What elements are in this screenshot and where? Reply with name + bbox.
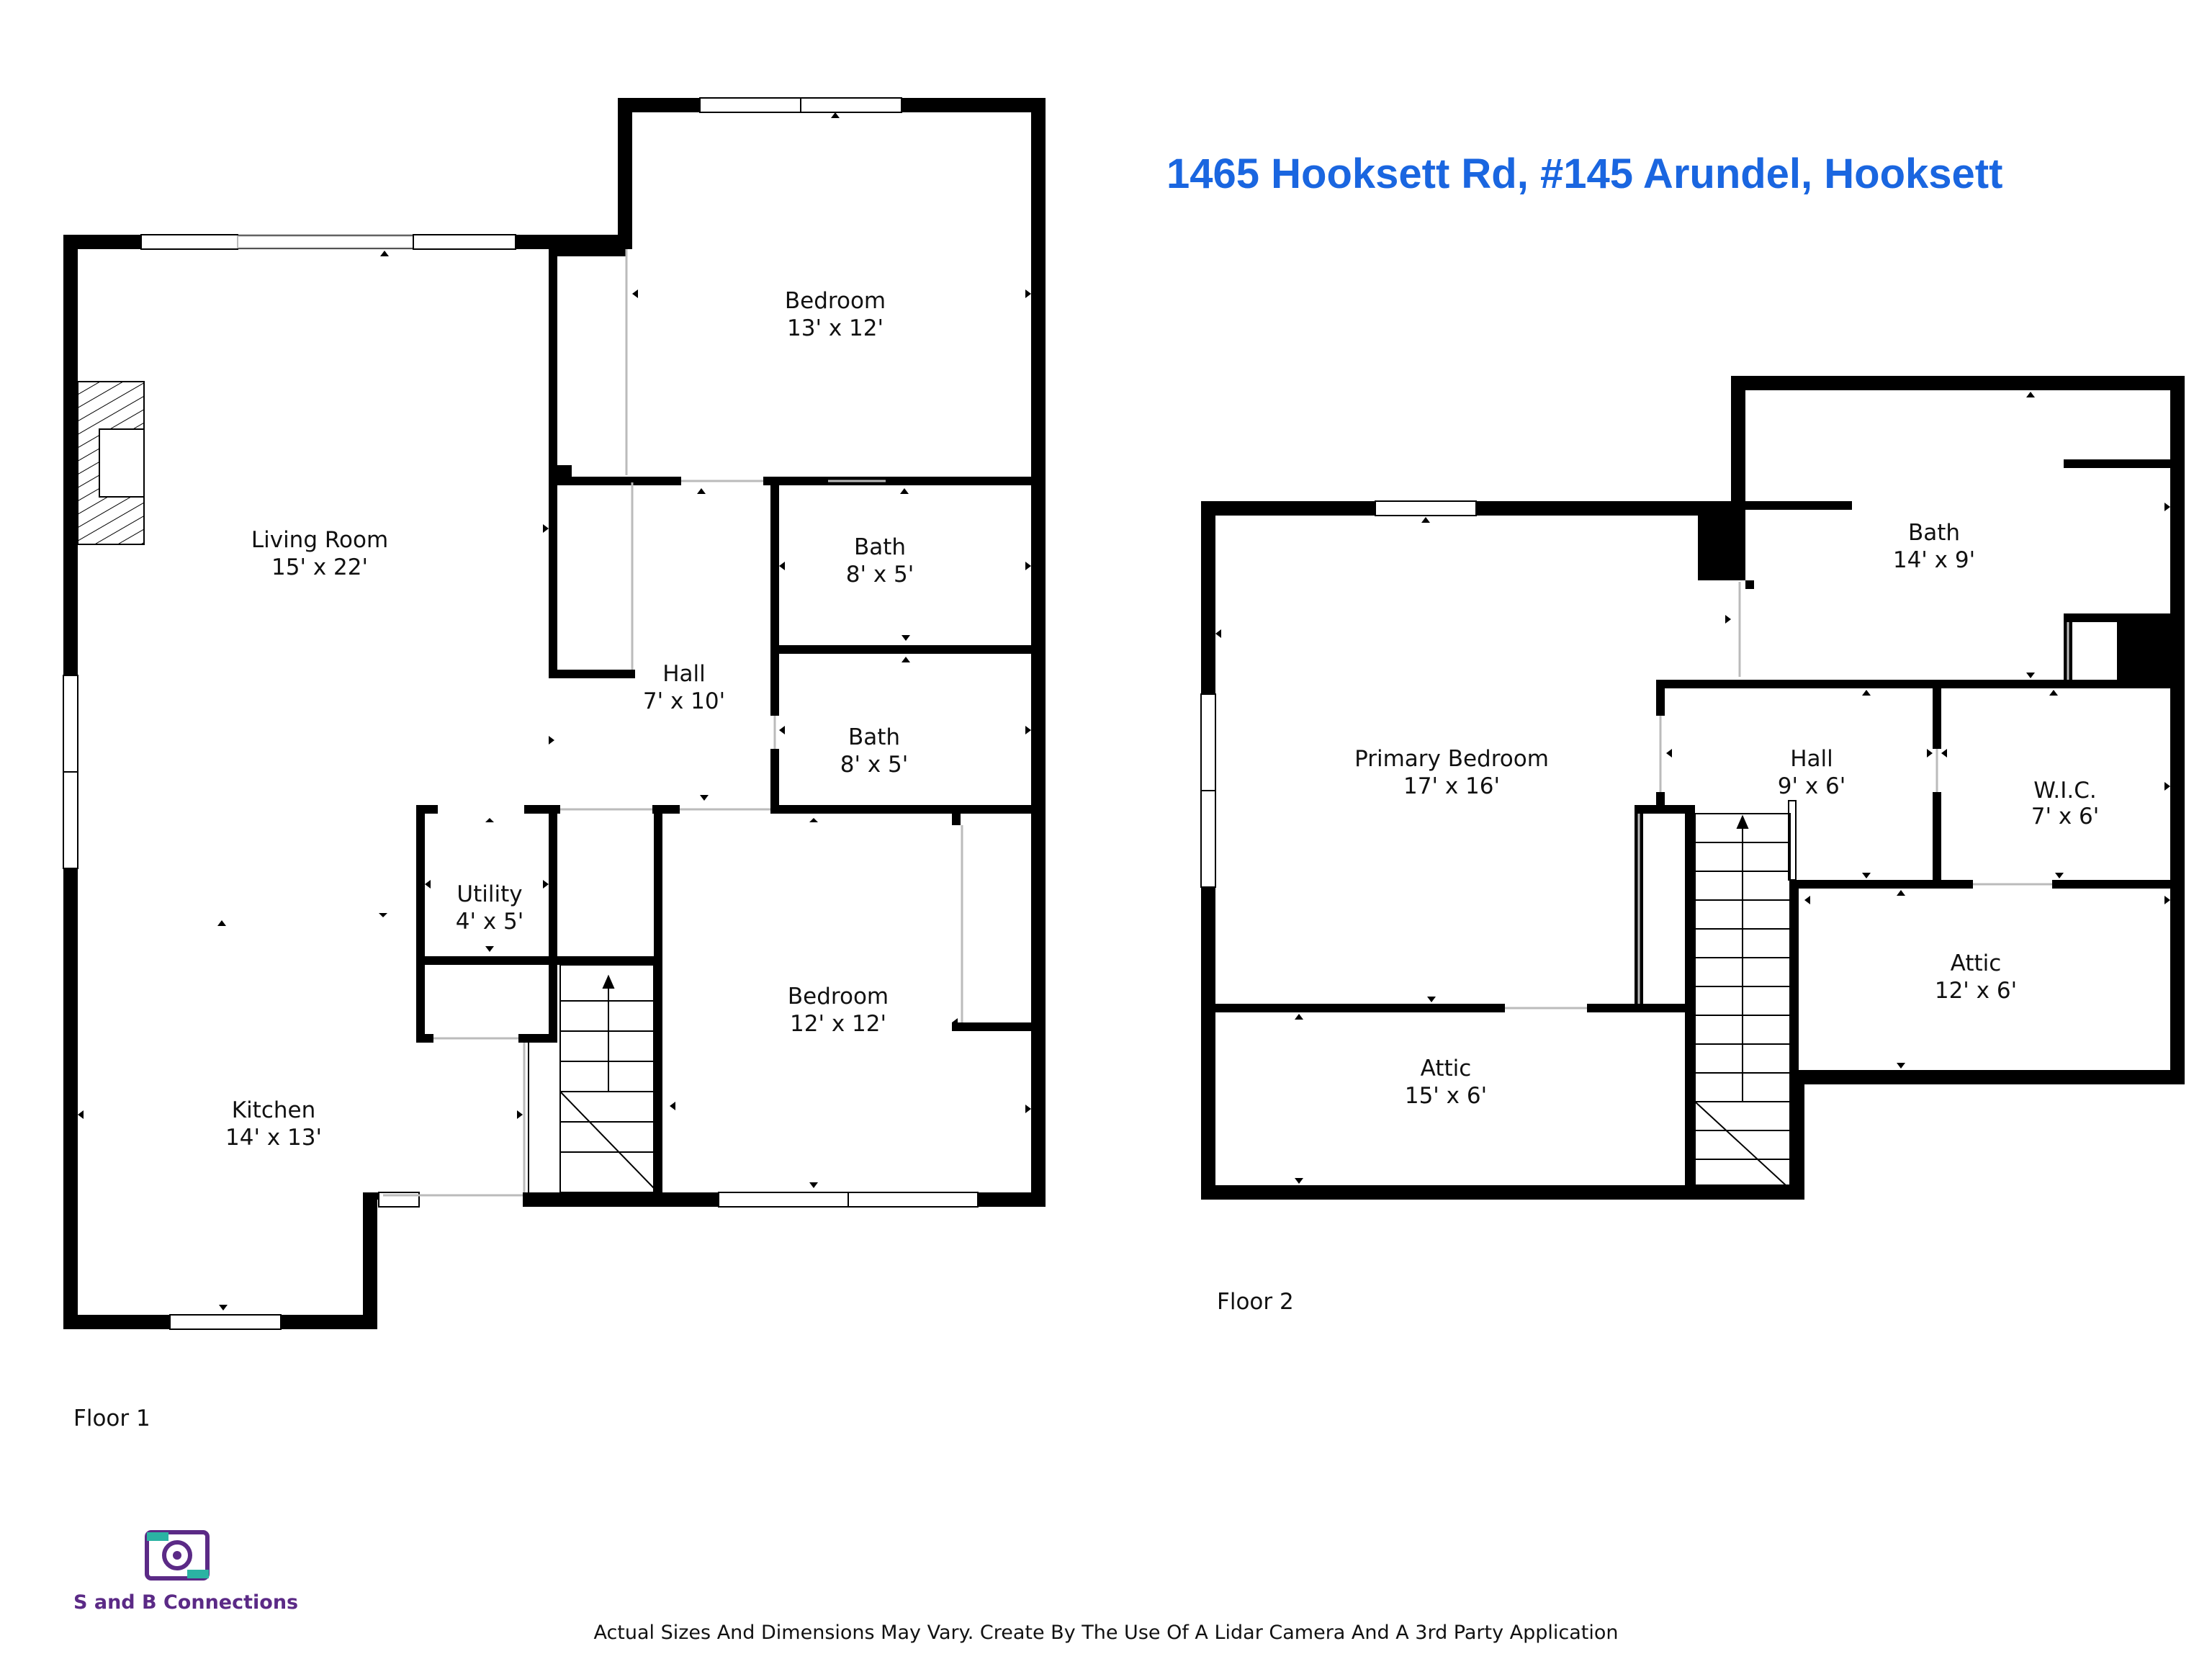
floor-2-stairs — [1694, 813, 1791, 1186]
floor-1-plan — [63, 98, 1046, 1329]
room-dims-bedroom-b: 12' x 12' — [790, 1011, 886, 1037]
room-dims-wic: 7' x 6' — [2031, 804, 2100, 830]
room-name-primary-bedroom: Primary Bedroom — [1354, 746, 1549, 772]
room-dims-utility: 4' x 5' — [456, 909, 524, 935]
room-name-hall-f2: Hall — [1790, 746, 1833, 772]
floor-2-openings — [1505, 582, 2069, 1010]
room-name-wic: W.I.C. — [2033, 778, 2096, 804]
room-dims-attic-a: 12' x 6' — [1935, 978, 2017, 1004]
room-dims-hall-f2: 9' x 6' — [1778, 773, 1846, 799]
disclaimer-text: Actual Sizes And Dimensions May Vary. Cr… — [593, 1622, 1619, 1644]
room-name-bath-b: Bath — [848, 724, 900, 750]
room-name-kitchen: Kitchen — [232, 1097, 316, 1123]
room-dims-bath-f2: 14' x 9' — [1893, 547, 1975, 573]
floor-2-windows — [1200, 500, 1477, 888]
floor-1-label: Floor 1 — [73, 1406, 150, 1431]
logo-icon — [145, 1530, 210, 1581]
room-name-bath-a: Bath — [854, 534, 906, 560]
room-name-bedroom-b: Bedroom — [788, 984, 889, 1010]
room-dims-living-room: 15' x 22' — [271, 554, 368, 580]
room-dims-bedroom-a: 13' x 12' — [787, 315, 884, 341]
room-dims-hall-f1: 7' x 10' — [643, 688, 725, 714]
room-dims-bath-a: 8' x 5' — [846, 562, 914, 588]
room-name-bedroom-a: Bedroom — [785, 288, 886, 314]
floor-2-plan — [1201, 376, 2185, 1200]
room-name-hall-f1: Hall — [662, 661, 706, 687]
floor-1-stairs — [528, 964, 655, 1193]
floor-1-openings — [383, 249, 963, 1197]
room-name-bath-f2: Bath — [1908, 520, 1960, 546]
room-dims-attic-b: 15' x 6' — [1405, 1083, 1487, 1109]
room-name-attic-b: Attic — [1421, 1056, 1472, 1082]
room-dims-bath-b: 8' x 5' — [840, 752, 909, 778]
floor-1-windows — [63, 97, 979, 1330]
room-dims-kitchen: 14' x 13' — [225, 1125, 322, 1151]
room-name-attic-a: Attic — [1951, 950, 2002, 976]
room-name-utility: Utility — [457, 881, 522, 907]
address-title: 1465 Hooksett Rd, #145 Arundel, Hooksett — [1166, 150, 2003, 197]
room-dims-primary-bedroom: 17' x 16' — [1403, 773, 1500, 799]
dimension-markers — [78, 112, 2170, 1310]
brand-name: S and B Connections — [73, 1591, 299, 1614]
floor-2-label: Floor 2 — [1217, 1289, 1294, 1315]
room-name-living-room: Living Room — [251, 527, 388, 553]
